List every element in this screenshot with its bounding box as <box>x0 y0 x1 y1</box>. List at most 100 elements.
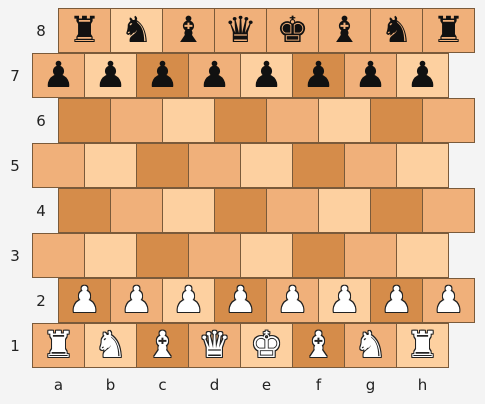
square-a8[interactable]: ♜ <box>58 8 111 53</box>
black-knight-icon[interactable]: ♞ <box>380 9 413 51</box>
white-rook-icon[interactable]: ♜ <box>406 324 439 366</box>
square-c8[interactable]: ♝ <box>162 8 215 53</box>
square-d7[interactable]: ♟ <box>188 53 241 98</box>
square-b5[interactable] <box>84 143 137 188</box>
white-pawn-icon[interactable]: ♟ <box>224 279 257 321</box>
square-f5[interactable] <box>292 143 345 188</box>
square-h8[interactable]: ♜ <box>422 8 475 53</box>
white-pawn-icon[interactable]: ♟ <box>328 279 361 321</box>
black-bishop-icon[interactable]: ♝ <box>172 9 205 51</box>
white-bishop-icon[interactable]: ♝ <box>146 324 179 366</box>
file-label-d: d <box>209 376 220 394</box>
rank-label-1: 1 <box>10 336 20 355</box>
square-a2[interactable]: ♟ <box>58 278 111 323</box>
square-e6[interactable] <box>266 98 319 143</box>
black-king-icon[interactable]: ♚ <box>276 9 309 51</box>
square-b4[interactable] <box>110 188 163 233</box>
square-e2[interactable]: ♟ <box>266 278 319 323</box>
square-a4[interactable] <box>58 188 111 233</box>
white-pawn-icon[interactable]: ♟ <box>432 279 465 321</box>
black-knight-icon[interactable]: ♞ <box>120 9 153 51</box>
white-pawn-icon[interactable]: ♟ <box>380 279 413 321</box>
square-h7[interactable]: ♟ <box>396 53 449 98</box>
square-g6[interactable] <box>370 98 423 143</box>
square-a5[interactable] <box>32 143 85 188</box>
square-h4[interactable] <box>422 188 475 233</box>
square-c3[interactable] <box>136 233 189 278</box>
square-e8[interactable]: ♚ <box>266 8 319 53</box>
square-c4[interactable] <box>162 188 215 233</box>
square-h1[interactable]: ♜ <box>396 323 449 368</box>
white-queen-icon[interactable]: ♛ <box>198 324 231 366</box>
white-king-icon[interactable]: ♚ <box>250 324 283 366</box>
white-rook-icon[interactable]: ♜ <box>42 324 75 366</box>
rank-label-5: 5 <box>10 156 20 175</box>
white-pawn-icon[interactable]: ♟ <box>276 279 309 321</box>
square-g3[interactable] <box>344 233 397 278</box>
square-a1[interactable]: ♜ <box>32 323 85 368</box>
square-f4[interactable] <box>318 188 371 233</box>
black-pawn-icon[interactable]: ♟ <box>94 54 127 96</box>
square-g4[interactable] <box>370 188 423 233</box>
square-e7[interactable]: ♟ <box>240 53 293 98</box>
square-e4[interactable] <box>266 188 319 233</box>
square-g7[interactable]: ♟ <box>344 53 397 98</box>
black-bishop-icon[interactable]: ♝ <box>328 9 361 51</box>
black-pawn-icon[interactable]: ♟ <box>42 54 75 96</box>
white-bishop-icon[interactable]: ♝ <box>302 324 335 366</box>
black-pawn-icon[interactable]: ♟ <box>406 54 439 96</box>
square-d8[interactable]: ♛ <box>214 8 267 53</box>
square-f6[interactable] <box>318 98 371 143</box>
square-b6[interactable] <box>110 98 163 143</box>
square-b3[interactable] <box>84 233 137 278</box>
square-g8[interactable]: ♞ <box>370 8 423 53</box>
square-d5[interactable] <box>188 143 241 188</box>
square-f7[interactable]: ♟ <box>292 53 345 98</box>
rank-label-7: 7 <box>10 66 20 85</box>
square-a7[interactable]: ♟ <box>32 53 85 98</box>
black-pawn-icon[interactable]: ♟ <box>302 54 335 96</box>
square-h3[interactable] <box>396 233 449 278</box>
square-f2[interactable]: ♟ <box>318 278 371 323</box>
black-pawn-icon[interactable]: ♟ <box>198 54 231 96</box>
square-f1[interactable]: ♝ <box>292 323 345 368</box>
square-g1[interactable]: ♞ <box>344 323 397 368</box>
square-c1[interactable]: ♝ <box>136 323 189 368</box>
black-pawn-icon[interactable]: ♟ <box>146 54 179 96</box>
black-pawn-icon[interactable]: ♟ <box>354 54 387 96</box>
square-c6[interactable] <box>162 98 215 143</box>
square-f3[interactable] <box>292 233 345 278</box>
square-d4[interactable] <box>214 188 267 233</box>
square-e5[interactable] <box>240 143 293 188</box>
white-pawn-icon[interactable]: ♟ <box>120 279 153 321</box>
square-b8[interactable]: ♞ <box>110 8 163 53</box>
black-queen-icon[interactable]: ♛ <box>224 9 257 51</box>
white-pawn-icon[interactable]: ♟ <box>172 279 205 321</box>
square-d1[interactable]: ♛ <box>188 323 241 368</box>
square-e1[interactable]: ♚ <box>240 323 293 368</box>
square-d2[interactable]: ♟ <box>214 278 267 323</box>
square-c2[interactable]: ♟ <box>162 278 215 323</box>
square-g5[interactable] <box>344 143 397 188</box>
square-h5[interactable] <box>396 143 449 188</box>
square-c5[interactable] <box>136 143 189 188</box>
white-pawn-icon[interactable]: ♟ <box>68 279 101 321</box>
black-rook-icon[interactable]: ♜ <box>432 9 465 51</box>
square-d3[interactable] <box>188 233 241 278</box>
square-d6[interactable] <box>214 98 267 143</box>
square-a6[interactable] <box>58 98 111 143</box>
white-knight-icon[interactable]: ♞ <box>94 324 127 366</box>
square-b2[interactable]: ♟ <box>110 278 163 323</box>
black-rook-icon[interactable]: ♜ <box>68 9 101 51</box>
square-c7[interactable]: ♟ <box>136 53 189 98</box>
square-b1[interactable]: ♞ <box>84 323 137 368</box>
square-b7[interactable]: ♟ <box>84 53 137 98</box>
black-pawn-icon[interactable]: ♟ <box>250 54 283 96</box>
square-a3[interactable] <box>32 233 85 278</box>
square-h6[interactable] <box>422 98 475 143</box>
white-knight-icon[interactable]: ♞ <box>354 324 387 366</box>
square-h2[interactable]: ♟ <box>422 278 475 323</box>
square-g2[interactable]: ♟ <box>370 278 423 323</box>
square-f8[interactable]: ♝ <box>318 8 371 53</box>
square-e3[interactable] <box>240 233 293 278</box>
